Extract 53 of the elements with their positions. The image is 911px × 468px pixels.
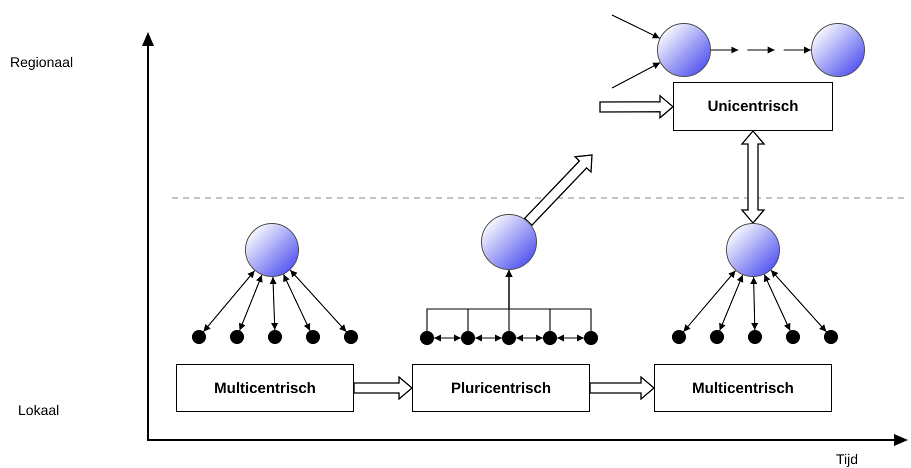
dot [344, 330, 358, 344]
dot [543, 331, 557, 345]
sphere [245, 223, 299, 277]
process-box [654, 364, 832, 412]
arrow [612, 14, 660, 39]
dot [710, 330, 724, 344]
box-label: Multicentrisch [214, 380, 316, 396]
arrow [719, 274, 744, 331]
box-label: Unicentrisch [708, 98, 798, 115]
dot [461, 331, 475, 345]
dot [230, 330, 244, 344]
sphere [657, 23, 711, 77]
arrow [506, 270, 592, 331]
dot [672, 330, 686, 344]
arrow [764, 274, 791, 331]
process-box [412, 364, 590, 412]
process-box [673, 82, 833, 131]
axis-label: Tijd [836, 451, 858, 467]
arrow [770, 270, 827, 332]
dot [192, 330, 206, 344]
arrow [270, 276, 278, 330]
dot [502, 331, 516, 345]
dot [748, 330, 762, 344]
box-label: Multicentrisch [692, 380, 794, 396]
dot [420, 331, 434, 345]
block-arrow [353, 376, 413, 400]
dot [584, 331, 598, 345]
dashed-arrow [711, 46, 811, 54]
axis-label: Lokaal [18, 402, 60, 418]
dot [268, 330, 282, 344]
arrow [203, 270, 256, 332]
dot [824, 330, 838, 344]
sphere [811, 23, 865, 77]
process-box [176, 364, 354, 412]
arrow [475, 334, 502, 342]
arrow [516, 334, 543, 342]
arrow [683, 270, 736, 332]
block-arrow [740, 130, 766, 224]
sphere [726, 223, 780, 277]
arrow [238, 274, 263, 331]
arrow [612, 62, 660, 88]
block-arrow [589, 376, 655, 400]
arrow [557, 334, 584, 342]
arrow [750, 276, 758, 330]
axis-label: Regionaal [10, 54, 74, 70]
dot [786, 330, 800, 344]
dot [306, 330, 320, 344]
arrow [290, 270, 347, 332]
arrow [434, 334, 461, 342]
block-arrow [599, 94, 674, 120]
arrow [283, 274, 310, 331]
block-arrow [524, 154, 593, 226]
box-label: Pluricentrisch [450, 380, 552, 396]
